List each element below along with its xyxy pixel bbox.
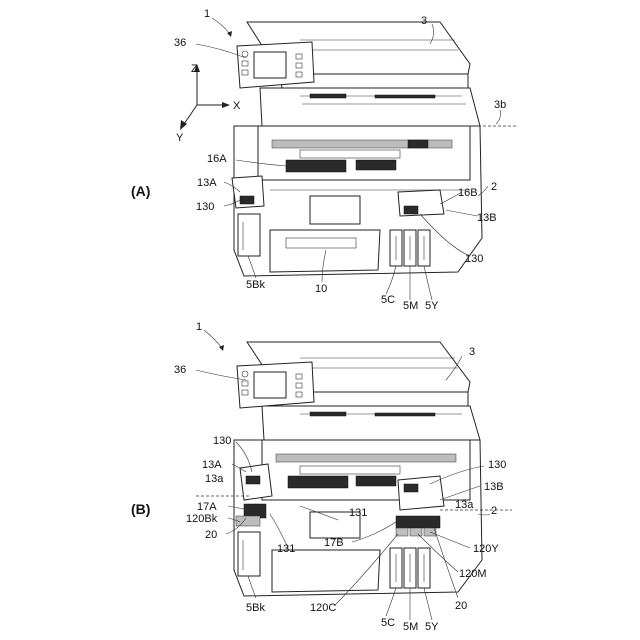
label-scanner-cover-a: 3 [421, 15, 427, 27]
label-housing-a: 2 [491, 181, 497, 193]
printer-drawing-b [196, 342, 512, 596]
label-printer-b: 1 [196, 321, 202, 333]
label-port-yellow: 120Y [473, 543, 499, 555]
cap-130-left-b [246, 476, 260, 484]
label-cap-right-b: 130 [488, 459, 506, 471]
label-lever-right: 17B [324, 537, 344, 549]
tray-10 [270, 230, 380, 272]
label-scanner-cover-b: 3 [469, 346, 475, 358]
label-carriage-right-a: 16B [458, 187, 478, 199]
label-joint-lower: 131 [277, 543, 295, 555]
display-screen-a [254, 52, 286, 78]
cap-130-right-a [404, 206, 418, 214]
port-120m [410, 528, 422, 536]
label-scanner-axis-a: 3b [494, 99, 506, 111]
scanner-unit-a [260, 88, 480, 126]
label-cover-left-axis-b: 13a [205, 473, 224, 485]
label-axis-y: Y [176, 132, 184, 144]
label-tank-yellow-a: 5Y [425, 300, 439, 312]
panel-label-a: (A) [131, 183, 150, 199]
label-cover-left-b: 13A [202, 459, 222, 471]
port-120bk [236, 516, 260, 526]
label-tank-cyan-a: 5C [381, 294, 395, 306]
label-lever-left: 17A [197, 501, 217, 513]
label-housing-b: 2 [491, 505, 497, 517]
cartridge-20-right [396, 516, 440, 528]
label-carriage-left-a: 16A [207, 153, 227, 165]
label-tray: 10 [315, 283, 327, 295]
label-axis-z: Z [191, 63, 198, 75]
label-printer-a: 1 [204, 8, 210, 20]
carriage-16a [286, 160, 346, 172]
label-port-black: 120Bk [186, 513, 218, 525]
panel-label-b: (B) [131, 501, 150, 517]
label-cap-left-b: 130 [213, 435, 231, 447]
label-cover-left-a: 13A [197, 177, 217, 189]
label-cap-right-a: 130 [465, 253, 483, 265]
label-cover-right-axis-b: 13a [455, 499, 474, 511]
cap-130-left-a [240, 196, 254, 204]
label-tank-magenta-b: 5M [403, 621, 418, 633]
label-cartridge-left: 20 [205, 529, 217, 541]
port-120c [396, 528, 408, 536]
label-cover-right-b: 13B [484, 481, 504, 493]
label-cap-left-a: 130 [196, 201, 214, 213]
label-tank-cyan-b: 5C [381, 617, 395, 629]
tank-5bk-b [238, 532, 260, 576]
y-axis-arrow [184, 105, 197, 124]
label-cover-right-a: 13B [477, 212, 497, 224]
printer-drawing-a [232, 22, 516, 276]
cap-130-right-b [404, 484, 418, 492]
axis-indicator [180, 64, 230, 130]
label-operation-panel-b: 36 [174, 364, 186, 376]
label-axis-x: X [233, 100, 241, 112]
label-tank-yellow-b: 5Y [425, 621, 439, 633]
label-port-magenta: 120M [459, 568, 487, 580]
label-operation-panel-a: 36 [174, 37, 186, 49]
label-tank-black-b: 5Bk [246, 602, 265, 614]
figure-a: (A) 1 3 3b 36 Z X Y 16A 13A 130 16B 2 13… [131, 8, 516, 312]
scanner-unit-b [262, 406, 480, 440]
label-cartridge-right: 20 [455, 600, 467, 612]
tank-5bk-a [238, 214, 260, 256]
label-port-cyan: 120C [310, 602, 336, 614]
label-tank-magenta-a: 5M [403, 300, 418, 312]
label-tank-black-a: 5Bk [246, 279, 265, 291]
label-joint-upper: 131 [349, 507, 367, 519]
figure-b: (B) 1 3 36 130 13A 13a 17A 120Bk 20 131 … [131, 321, 512, 633]
front-window-a [310, 196, 360, 224]
